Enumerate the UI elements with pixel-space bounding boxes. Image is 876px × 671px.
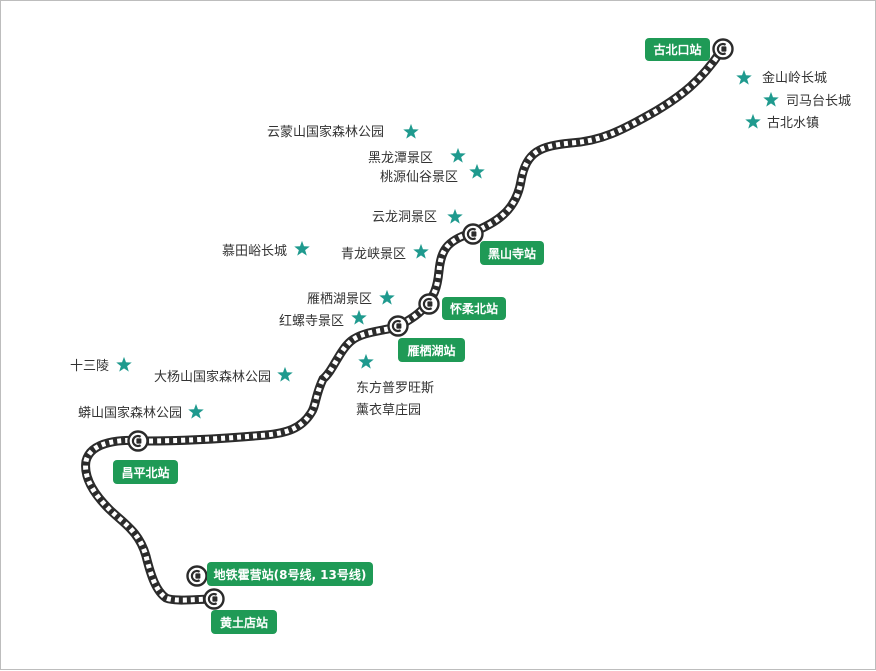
metro-station-icon <box>418 293 440 315</box>
poi-label: 金山岭长城 <box>762 70 827 86</box>
poi-label: 桃源仙谷景区 <box>380 170 458 185</box>
poi-label: 蟒山国家森林公园 <box>78 405 182 421</box>
poi-yunlongdong[interactable]: 云龙洞景区 <box>372 208 463 225</box>
station-label: 昌平北站 <box>121 465 169 480</box>
poi-simatai[interactable]: 司马台长城 <box>763 91 851 109</box>
poi-label: 青龙峡景区 <box>341 247 406 262</box>
station-label: 地铁霍营站(8号线, 13号线) <box>214 567 367 582</box>
metro-station-icon <box>712 38 734 60</box>
station-dietiehuoying[interactable]: 地铁霍营站(8号线, 13号线) <box>186 562 374 587</box>
station-huairoubei[interactable]: 怀柔北站 <box>418 293 507 321</box>
poi-label: 古北水镇 <box>767 116 819 131</box>
metro-station-icon <box>462 223 484 245</box>
poi-label: 司马台长城 <box>786 94 851 109</box>
station-label: 雁栖湖站 <box>407 343 455 358</box>
star-icon <box>403 123 419 139</box>
poi-label: 雁栖湖景区 <box>307 292 372 307</box>
star-icon <box>188 403 204 419</box>
station-changpingbei[interactable]: 昌平北站 <box>113 430 178 485</box>
star-icon <box>277 366 293 382</box>
poi-label: 大杨山国家森林公园 <box>154 369 271 385</box>
station-label: 古北口站 <box>653 42 701 57</box>
star-icon <box>763 91 779 107</box>
poi-hongluosi[interactable]: 红螺寺景区 <box>279 309 367 329</box>
star-icon <box>736 69 752 85</box>
poi-shisanling[interactable]: 十三陵 <box>70 356 132 374</box>
poi-yunmengshan[interactable]: 云蒙山国家森林公园 <box>267 123 419 140</box>
star-icon <box>351 309 367 325</box>
station-label: 黑山寺站 <box>488 246 536 261</box>
star-icon <box>450 147 466 163</box>
poi-dayangshan[interactable]: 大杨山国家森林公园 <box>154 366 293 385</box>
poi-jinshanling[interactable]: 金山岭长城 <box>736 69 827 86</box>
station-huangtudian[interactable]: 黄土店站 <box>203 588 278 635</box>
metro-station-icon <box>203 588 225 610</box>
star-icon <box>358 353 374 369</box>
poi-label: 黑龙潭景区 <box>368 151 433 166</box>
poi-label: 十三陵 <box>70 359 109 374</box>
poi-label: 红螺寺景区 <box>279 313 344 329</box>
star-icon <box>447 208 463 224</box>
station-yanqihu[interactable]: 雁栖湖站 <box>387 315 466 363</box>
poi-label: 云龙洞景区 <box>372 210 437 225</box>
star-icon <box>745 113 761 129</box>
poi-mangshan[interactable]: 蟒山国家森林公园 <box>78 403 204 421</box>
metro-station-icon <box>127 430 149 452</box>
star-icon <box>294 240 310 256</box>
station-label: 黄土店站 <box>220 615 268 630</box>
poi-label: 慕田峪长城 <box>222 244 287 259</box>
poi-label: 东方普罗旺斯 <box>356 380 434 396</box>
poi-taoyuanxiangu[interactable]: 桃源仙谷景区 <box>380 163 485 185</box>
poi-dongfangpuluowangsi[interactable]: 东方普罗旺斯 薰衣草庄园 <box>356 353 434 418</box>
station-heishansi[interactable]: 黑山寺站 <box>462 223 545 266</box>
star-icon <box>469 163 485 179</box>
metro-station-icon <box>186 565 208 587</box>
poi-gubeishuizhen[interactable]: 古北水镇 <box>745 113 819 131</box>
poi-heilongtan[interactable]: 黑龙潭景区 <box>368 147 466 166</box>
poi-yanqihujingqu[interactable]: 雁栖湖景区 <box>307 289 395 307</box>
station-label: 怀柔北站 <box>450 301 498 316</box>
poi-label: 云蒙山国家森林公园 <box>267 124 384 140</box>
star-icon <box>116 356 132 372</box>
star-icon <box>379 289 395 305</box>
rail-line <box>81 46 726 605</box>
poi-label: 薰衣草庄园 <box>356 402 421 418</box>
poi-qinglongxia[interactable]: 青龙峡景区 <box>341 243 429 262</box>
star-icon <box>413 243 429 259</box>
station-gubeikou[interactable]: 古北口站 <box>645 38 734 61</box>
poi-mutianyu[interactable]: 慕田峪长城 <box>222 240 310 259</box>
metro-station-icon <box>387 315 409 337</box>
